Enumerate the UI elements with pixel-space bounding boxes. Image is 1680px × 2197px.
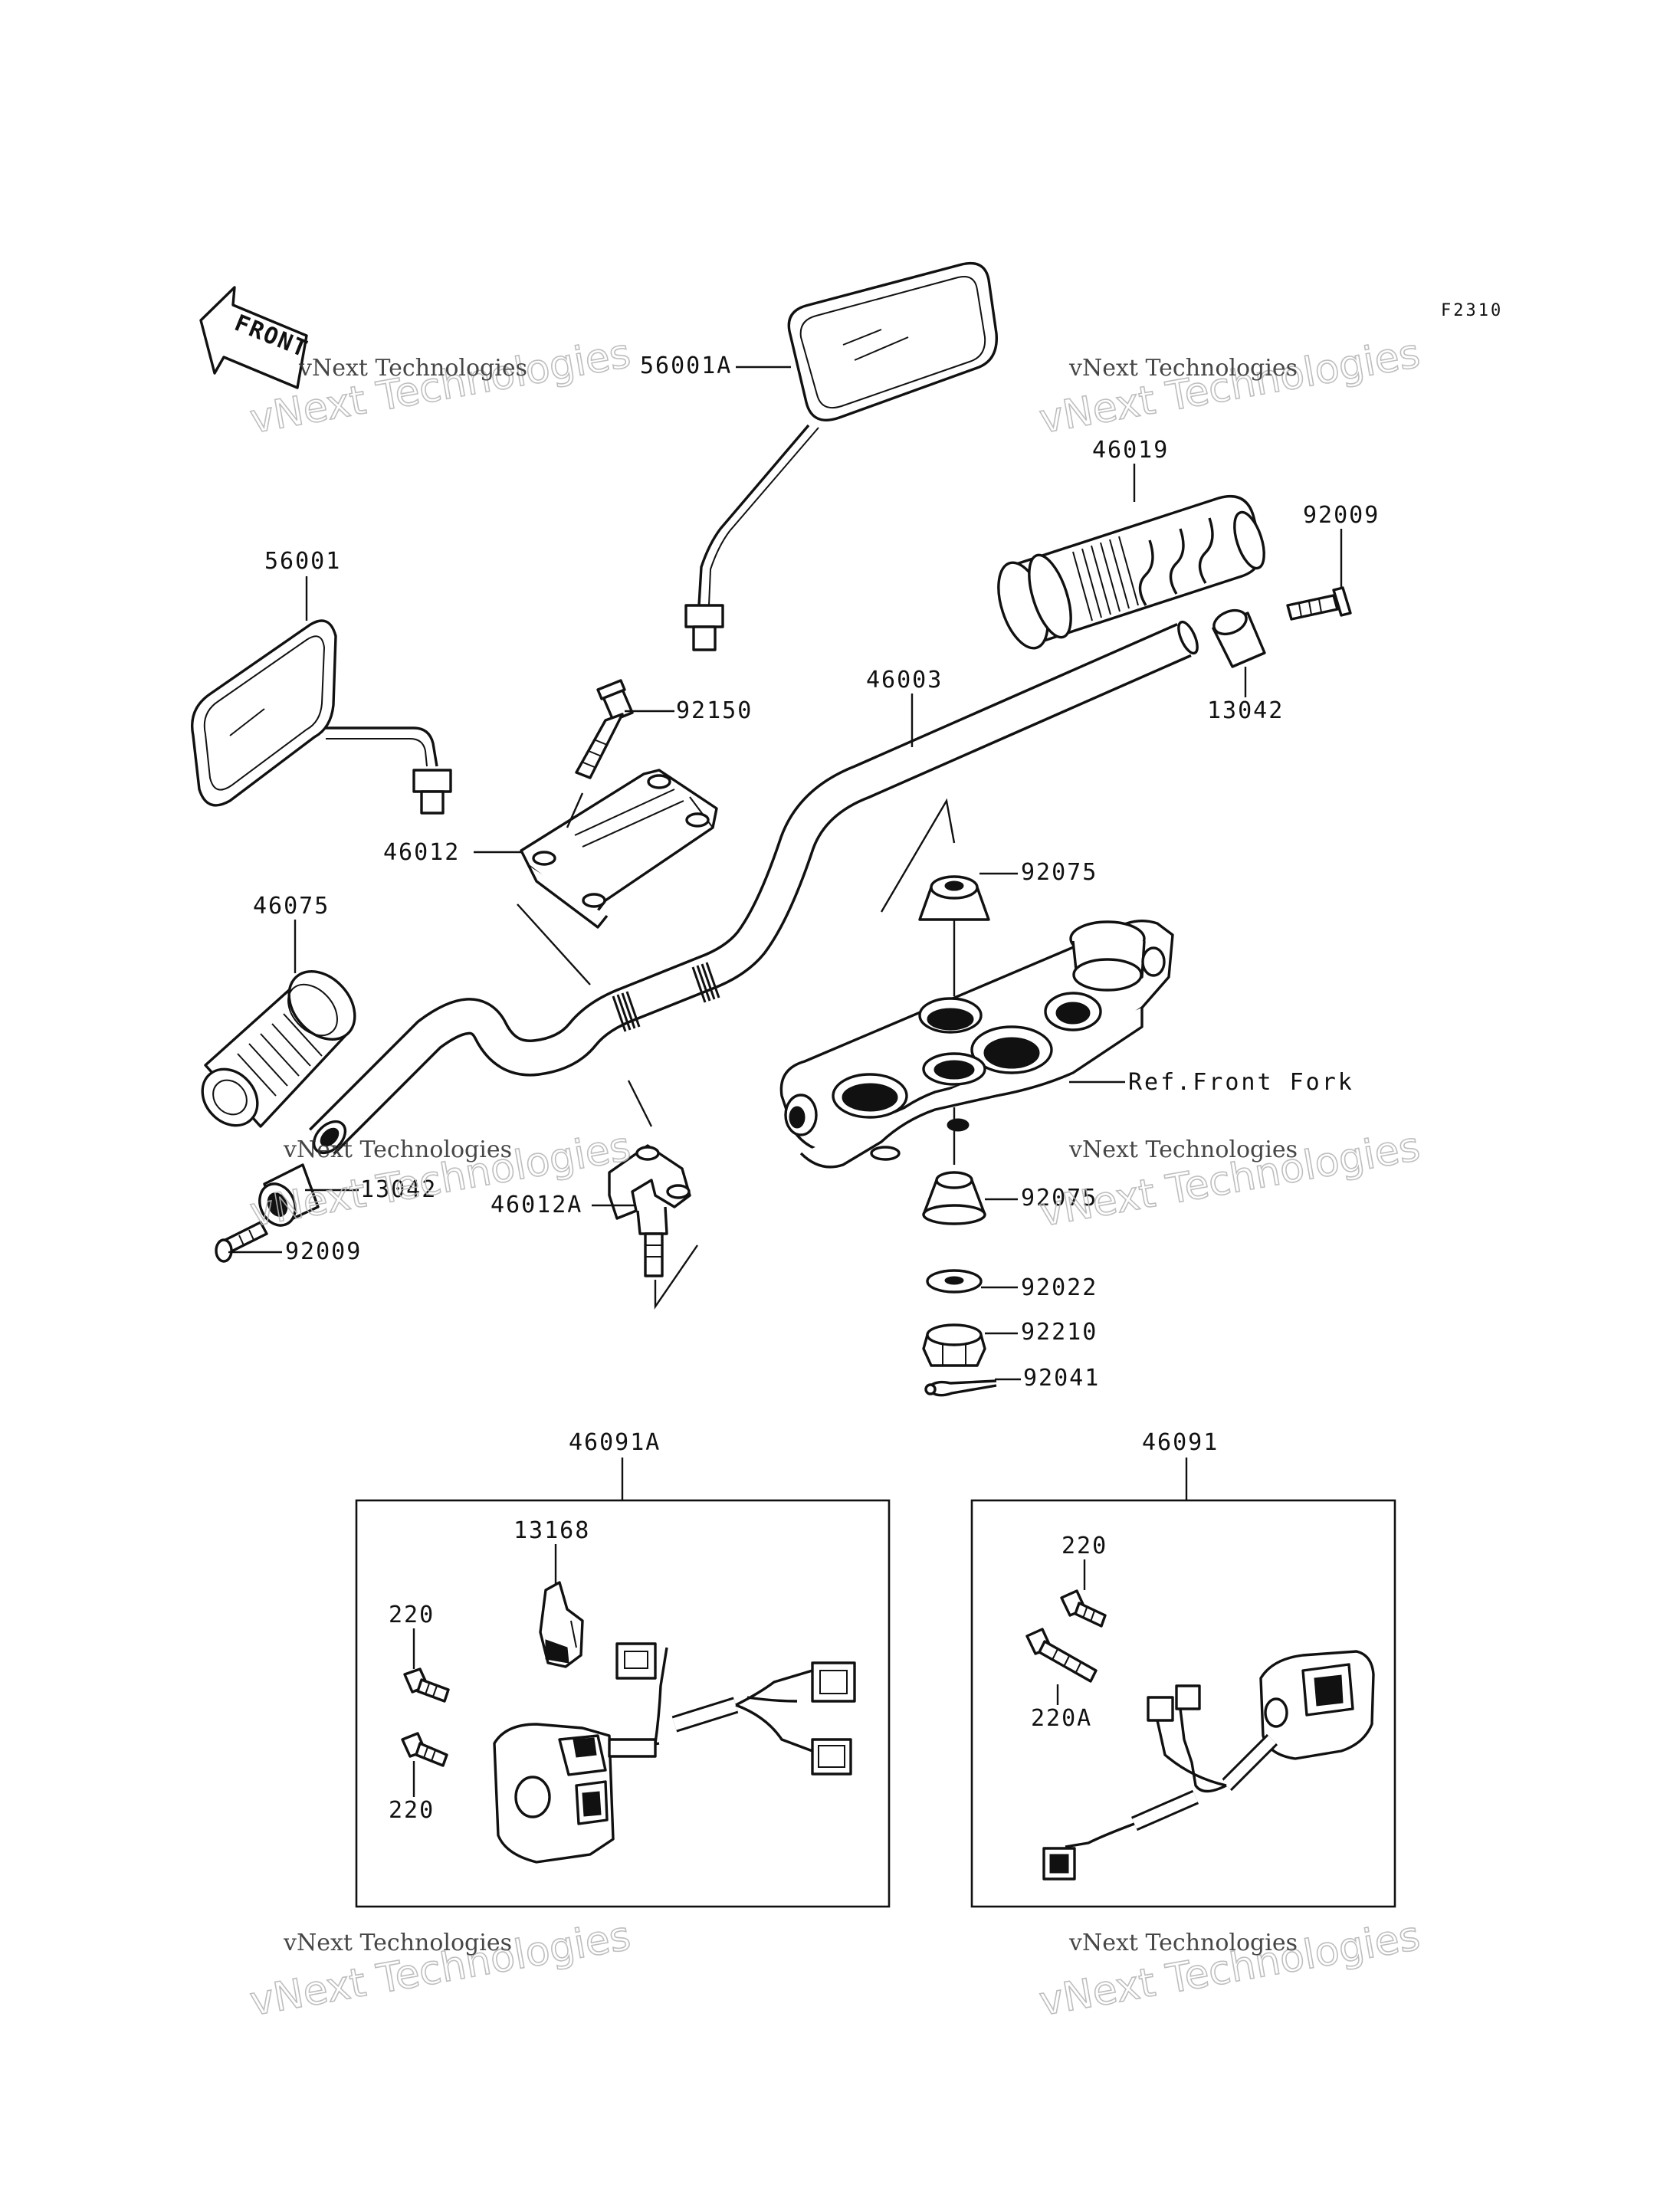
- label-92075-bottom: 92075: [1021, 1185, 1098, 1212]
- switch-kit-right-frame: [970, 1499, 1396, 1908]
- watermark-bottom-right: vNext Technologies vNext Technologies: [1035, 1913, 1424, 2026]
- watermark-text: vNext Technologies: [298, 355, 527, 382]
- damper-upper-illustration: [918, 875, 990, 921]
- label-46075: 46075: [253, 893, 330, 920]
- clamp-lower-illustration: [608, 1144, 691, 1277]
- label-56001A: 56001A: [640, 353, 732, 379]
- label-46012: 46012: [383, 839, 460, 866]
- screw-220A-illustration: [1025, 1628, 1098, 1683]
- clutch-switch-illustration: [539, 1581, 584, 1668]
- watermark-text: vNext Technologies: [1068, 355, 1298, 382]
- watermark-text: vNext Technologies: [1068, 1930, 1298, 1956]
- screw-220-c-illustration: [1060, 1589, 1107, 1628]
- svg-text:vNext Technologies: vNext Technologies: [1036, 330, 1423, 442]
- label-13168: 13168: [514, 1517, 590, 1544]
- label-220A: 220A: [1031, 1705, 1092, 1732]
- watermark-top-right: vNext Technologies vNext Technologies: [1035, 330, 1424, 444]
- bar-end-left-illustration: [258, 1163, 320, 1227]
- clamp-upper-illustration: [520, 769, 718, 929]
- handlebar-illustration: [309, 620, 1199, 1155]
- cotter-pin-illustration: [924, 1379, 997, 1397]
- watermark-text: vNext Technologies: [283, 1136, 512, 1163]
- screw-right-illustration: [1286, 586, 1352, 621]
- screw-left-illustration: [215, 1221, 268, 1263]
- label-46091: 46091: [1142, 1429, 1219, 1456]
- front-arrow-icon: FRONT: [199, 286, 312, 389]
- bar-end-right-illustration: [1212, 608, 1266, 668]
- damper-lower-illustration: [922, 1171, 986, 1225]
- switch-housing-left-illustration: [493, 1642, 856, 1864]
- watermark-bottom-left: vNext Technologies vNext Technologies: [246, 1913, 635, 2026]
- label-13042-right: 13042: [1207, 697, 1284, 724]
- mirror-right-illustration: [684, 261, 998, 651]
- screw-220-b-illustration: [401, 1732, 448, 1767]
- bolt-92150-illustration: [575, 679, 634, 779]
- screw-220-a-illustration: [403, 1667, 450, 1703]
- label-220-a: 220: [389, 1602, 435, 1628]
- grip-left-illustration: [201, 970, 356, 1128]
- label-92075-top: 92075: [1021, 859, 1098, 886]
- label-220-c: 220: [1061, 1533, 1107, 1559]
- label-46091A: 46091A: [569, 1429, 661, 1456]
- grip-right-illustration: [997, 494, 1265, 650]
- label-56001: 56001: [264, 548, 341, 575]
- label-46012A: 46012A: [491, 1192, 582, 1218]
- label-220-b: 220: [389, 1797, 435, 1824]
- watermark-middle-left: vNext Technologies vNext Technologies: [246, 1123, 635, 1237]
- diagram-code: F2310: [1441, 301, 1503, 320]
- label-92022: 92022: [1021, 1274, 1098, 1301]
- watermark-middle-right: vNext Technologies vNext Technologies: [1035, 1123, 1424, 1237]
- label-92009-right: 92009: [1303, 502, 1380, 529]
- ref-front-fork-label: Ref.Front Fork: [1128, 1069, 1354, 1096]
- watermark-text: vNext Technologies: [1068, 1136, 1298, 1163]
- washer-illustration: [926, 1269, 983, 1294]
- label-46003: 46003: [866, 667, 943, 694]
- watermark-text: vNext Technologies: [283, 1930, 512, 1956]
- label-46019: 46019: [1092, 437, 1169, 464]
- label-92009-left: 92009: [285, 1238, 362, 1265]
- fork-bracket-illustration: [779, 919, 1174, 1169]
- label-92041: 92041: [1023, 1365, 1100, 1392]
- switch-kit-left-frame: [355, 1499, 891, 1908]
- label-92150: 92150: [676, 697, 753, 724]
- label-92210: 92210: [1021, 1319, 1098, 1346]
- label-13042-left: 13042: [360, 1176, 437, 1203]
- mirror-left-illustration: [191, 619, 452, 815]
- nut-illustration: [922, 1323, 986, 1367]
- switch-housing-right-illustration: [1042, 1650, 1375, 1881]
